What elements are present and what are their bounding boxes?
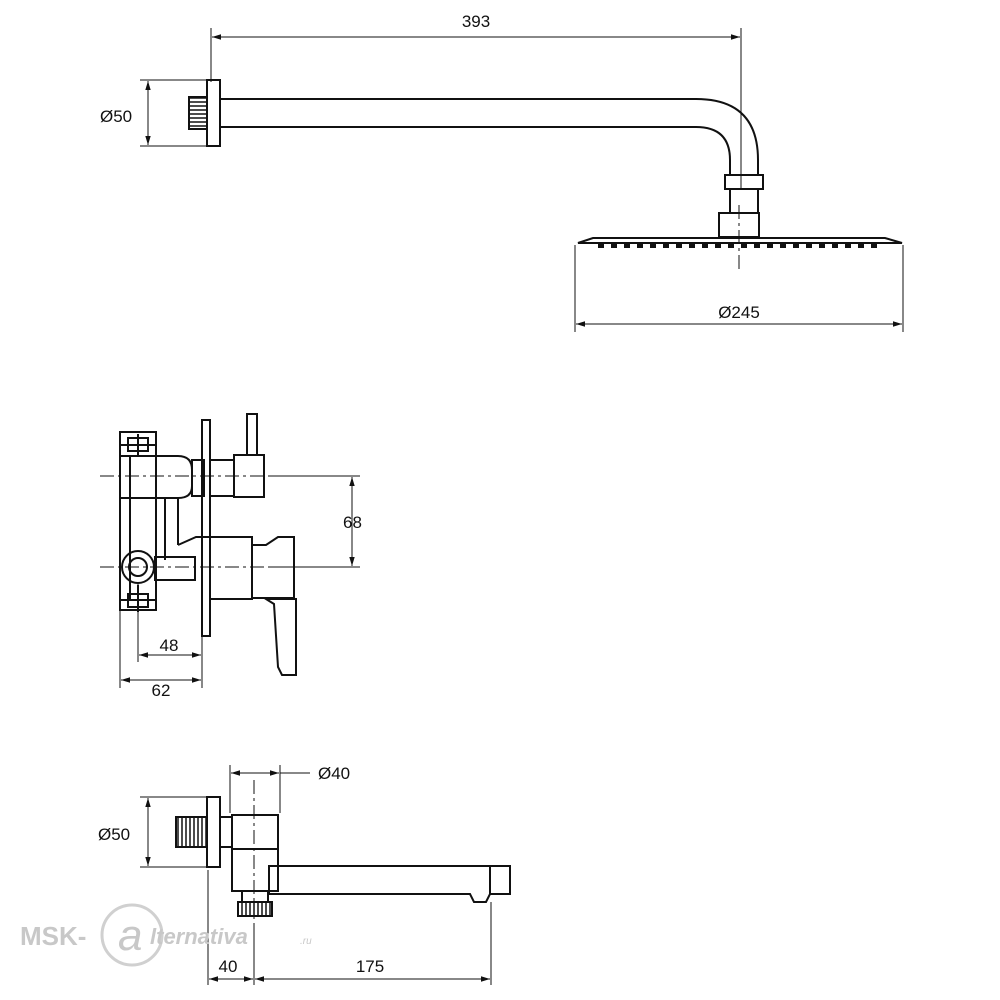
nozzle xyxy=(767,243,773,248)
nozzle xyxy=(650,243,656,248)
spout-wall-flange xyxy=(206,796,221,868)
dim-arm-length: 393 xyxy=(462,12,490,31)
top-bolt xyxy=(120,434,157,456)
watermark-prefix: MSK- xyxy=(20,921,86,951)
watermark-letter: a xyxy=(118,911,142,960)
dim-depth-inner: 48 xyxy=(160,636,179,655)
spout-pipe xyxy=(268,865,511,903)
nozzle xyxy=(819,243,825,248)
nozzle xyxy=(832,243,838,248)
nozzle xyxy=(806,243,812,248)
nozzle xyxy=(598,243,604,248)
nozzle xyxy=(741,243,747,248)
nozzle xyxy=(611,243,617,248)
dim-spout-flange-diameter: Ø50 xyxy=(98,825,130,844)
dim-center-distance: 68 xyxy=(343,513,362,532)
shower-head-view: 393 Ø50 Ø245 xyxy=(100,12,904,332)
dim-offset: 40 xyxy=(219,957,238,976)
nozzle xyxy=(689,243,695,248)
spout-view: Ø40 Ø50 40 175 xyxy=(98,764,511,985)
spout-body xyxy=(231,814,279,892)
nozzle xyxy=(845,243,851,248)
nozzle xyxy=(858,243,864,248)
nozzle xyxy=(871,243,877,248)
diverter-stem xyxy=(246,413,258,456)
spout-bottom-thread xyxy=(237,901,273,917)
watermark-circle xyxy=(100,903,164,967)
watermark-tld: .ru xyxy=(300,936,312,947)
nozzle xyxy=(728,243,734,248)
shower-arm xyxy=(220,98,759,175)
wall-plate xyxy=(201,419,211,637)
spout-flange-thread xyxy=(175,816,208,848)
nozzle xyxy=(780,243,786,248)
nozzle xyxy=(754,243,760,248)
arm-nut xyxy=(729,188,759,214)
nozzle xyxy=(624,243,630,248)
flange-thread xyxy=(188,96,208,130)
dim-spout-length: 175 xyxy=(356,957,384,976)
shower-head-plate xyxy=(577,237,903,244)
wall-flange xyxy=(206,79,221,147)
mixer-view: 68 48 62 xyxy=(100,413,362,700)
nozzle xyxy=(793,243,799,248)
nozzle xyxy=(715,243,721,248)
watermark-suffix: lternativa xyxy=(150,924,248,949)
nozzle xyxy=(663,243,669,248)
dim-flange-diameter: Ø50 xyxy=(100,107,132,126)
watermark-logo: MSK- a lternativa .ru xyxy=(20,903,312,967)
dim-body-diameter: Ø40 xyxy=(318,764,350,783)
nozzle xyxy=(637,243,643,248)
nozzle xyxy=(676,243,682,248)
shower-nozzles xyxy=(598,243,877,248)
dim-head-diameter: Ø245 xyxy=(718,303,760,322)
dim-depth-outer: 62 xyxy=(152,681,171,700)
nozzle xyxy=(702,243,708,248)
arm-connector xyxy=(724,174,764,190)
